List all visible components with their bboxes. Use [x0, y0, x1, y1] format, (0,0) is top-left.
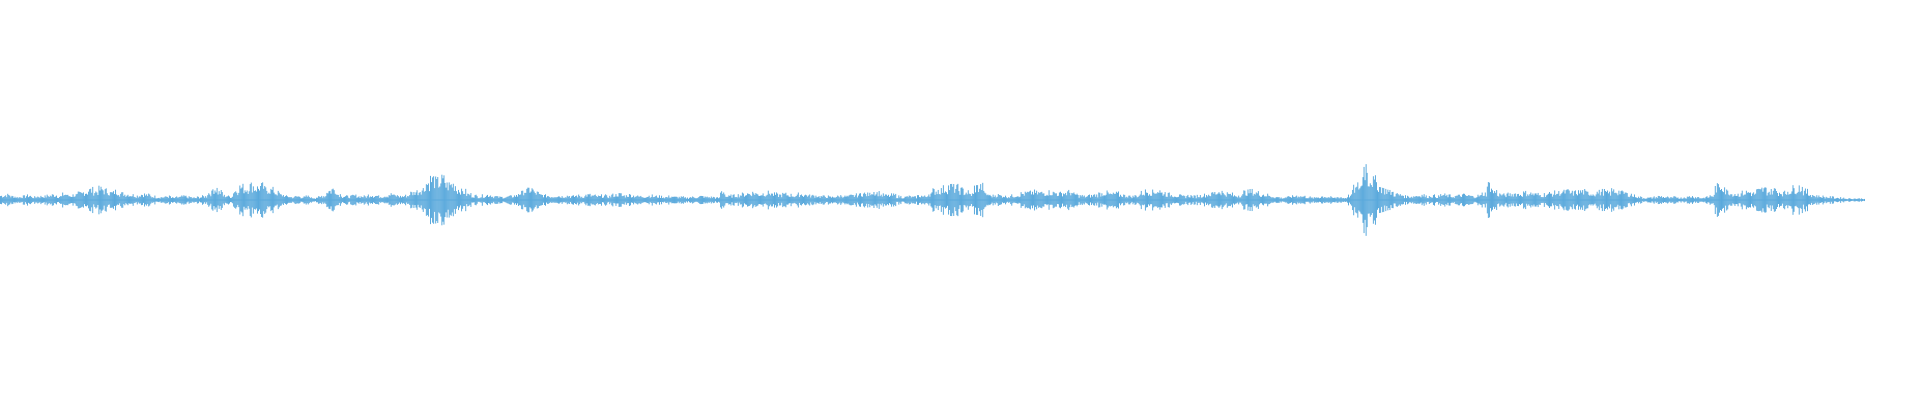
- waveform-peaks: [0, 164, 1865, 236]
